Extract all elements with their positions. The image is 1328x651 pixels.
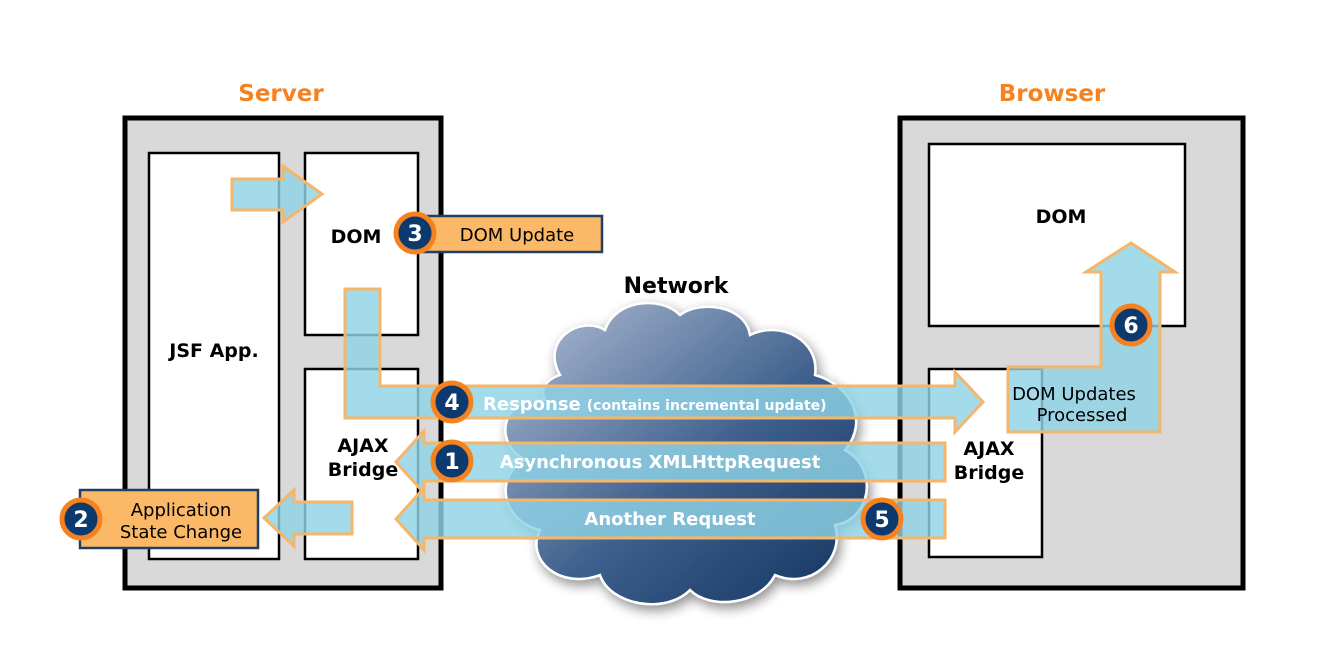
- browser-ajax-label-2: Bridge: [954, 462, 1024, 484]
- dom-updates-processed-label-2: Processed: [1037, 405, 1128, 426]
- network-title: Network: [624, 274, 730, 299]
- step-number-2: 2: [73, 508, 88, 533]
- dom-updates-processed-label-1: DOM Updates: [1012, 384, 1136, 405]
- callout-dom-update-label: DOM Update: [460, 225, 574, 246]
- server-ajax-label-1: AJAX: [337, 435, 388, 457]
- jsf-app-label: JSF App.: [167, 340, 258, 362]
- server-ajax-label-2: Bridge: [328, 459, 398, 481]
- step-number-6: 6: [1123, 314, 1138, 339]
- step-badge-6: 6: [1109, 303, 1153, 347]
- another-request-label: Another Request: [584, 509, 756, 530]
- step-badge-5: 5: [860, 497, 904, 541]
- callout-application-state-change: [78, 488, 260, 550]
- browser-dom-label: DOM: [1036, 206, 1087, 228]
- server-dom-label: DOM: [331, 226, 382, 248]
- arrow-jsf-to-dom: [230, 163, 325, 225]
- step-badge-2: 2: [59, 497, 103, 541]
- arrow-async-request: [393, 427, 947, 497]
- browser-title: Browser: [999, 81, 1106, 107]
- server-title: Server: [238, 81, 324, 107]
- step-number-1: 1: [444, 450, 459, 475]
- step-badge-1: 1: [430, 439, 474, 483]
- step-number-5: 5: [874, 508, 889, 533]
- step-badge-3: 3: [393, 211, 437, 255]
- arrow-dom-updates-processed: [1006, 241, 1181, 434]
- step-number-3: 3: [407, 222, 422, 247]
- browser-container: [897, 115, 1246, 591]
- arrow-response: [343, 287, 986, 436]
- step-badge-4: 4: [430, 380, 474, 424]
- response-label: Response(contains incremental update): [483, 394, 827, 415]
- step-number-4: 4: [444, 391, 459, 416]
- arrow-another-request: [393, 484, 947, 554]
- callout-state-change-label-2: State Change: [120, 522, 242, 543]
- browser-ajax-label-1: AJAX: [963, 438, 1014, 460]
- callout-state-change-label-1: Application: [131, 500, 232, 521]
- arrow-state-change: [261, 486, 354, 550]
- async-request-label: Asynchronous XMLHttpRequest: [500, 452, 821, 473]
